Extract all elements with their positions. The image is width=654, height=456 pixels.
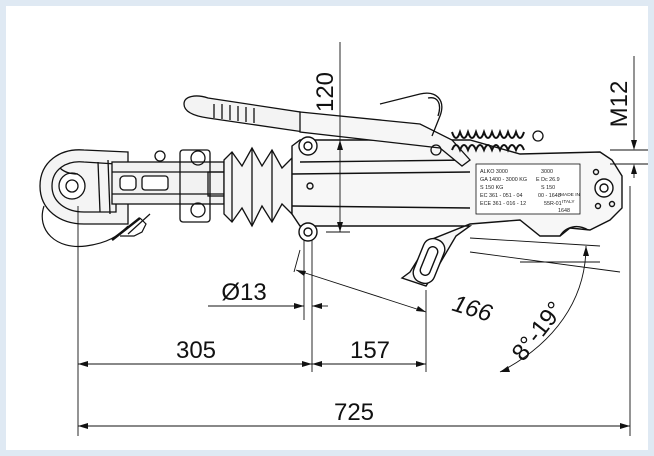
plate-line-4: EC 361 - 051 - 04 xyxy=(480,193,523,199)
plate-line-2: GA 1400 - 3000 KG xyxy=(480,177,527,183)
plate-right-1: 3000 xyxy=(541,169,553,175)
dimension-arrows xyxy=(78,140,637,429)
dimension-lines xyxy=(77,42,648,436)
plate-country: ITALY xyxy=(562,199,575,205)
brake-spring xyxy=(451,128,544,153)
dimension-d13: Ø13 xyxy=(221,279,266,306)
plate-right-6: 1648 xyxy=(558,208,570,214)
plate-made-in: MADE IN xyxy=(560,192,581,198)
plate-line-3: S 150 KG xyxy=(480,185,503,191)
plate-line-5: ECE 361 - 016 - 12 xyxy=(480,201,526,207)
plate-right-3: S 150 xyxy=(541,185,555,191)
handbrake-lever xyxy=(183,92,471,167)
plate-right-2: E Dc 26.9 xyxy=(536,177,560,183)
drawbar xyxy=(111,149,227,223)
type-plate: ALKO 3000 GA 1400 - 3000 KG S 150 KG EC … xyxy=(475,163,581,215)
dimension-305: 305 xyxy=(176,337,216,364)
dimension-725: 725 xyxy=(334,399,374,426)
breakaway-cable xyxy=(41,205,151,248)
dimension-157: 157 xyxy=(350,337,390,364)
plate-right-4: 00 - 1648 xyxy=(538,193,561,199)
plate-right-5: 55R-01 xyxy=(544,201,562,207)
dimension-m12: M12 xyxy=(606,81,633,128)
plate-line-1: ALKO 3000 xyxy=(480,169,508,175)
dimension-120: 120 xyxy=(312,72,339,112)
